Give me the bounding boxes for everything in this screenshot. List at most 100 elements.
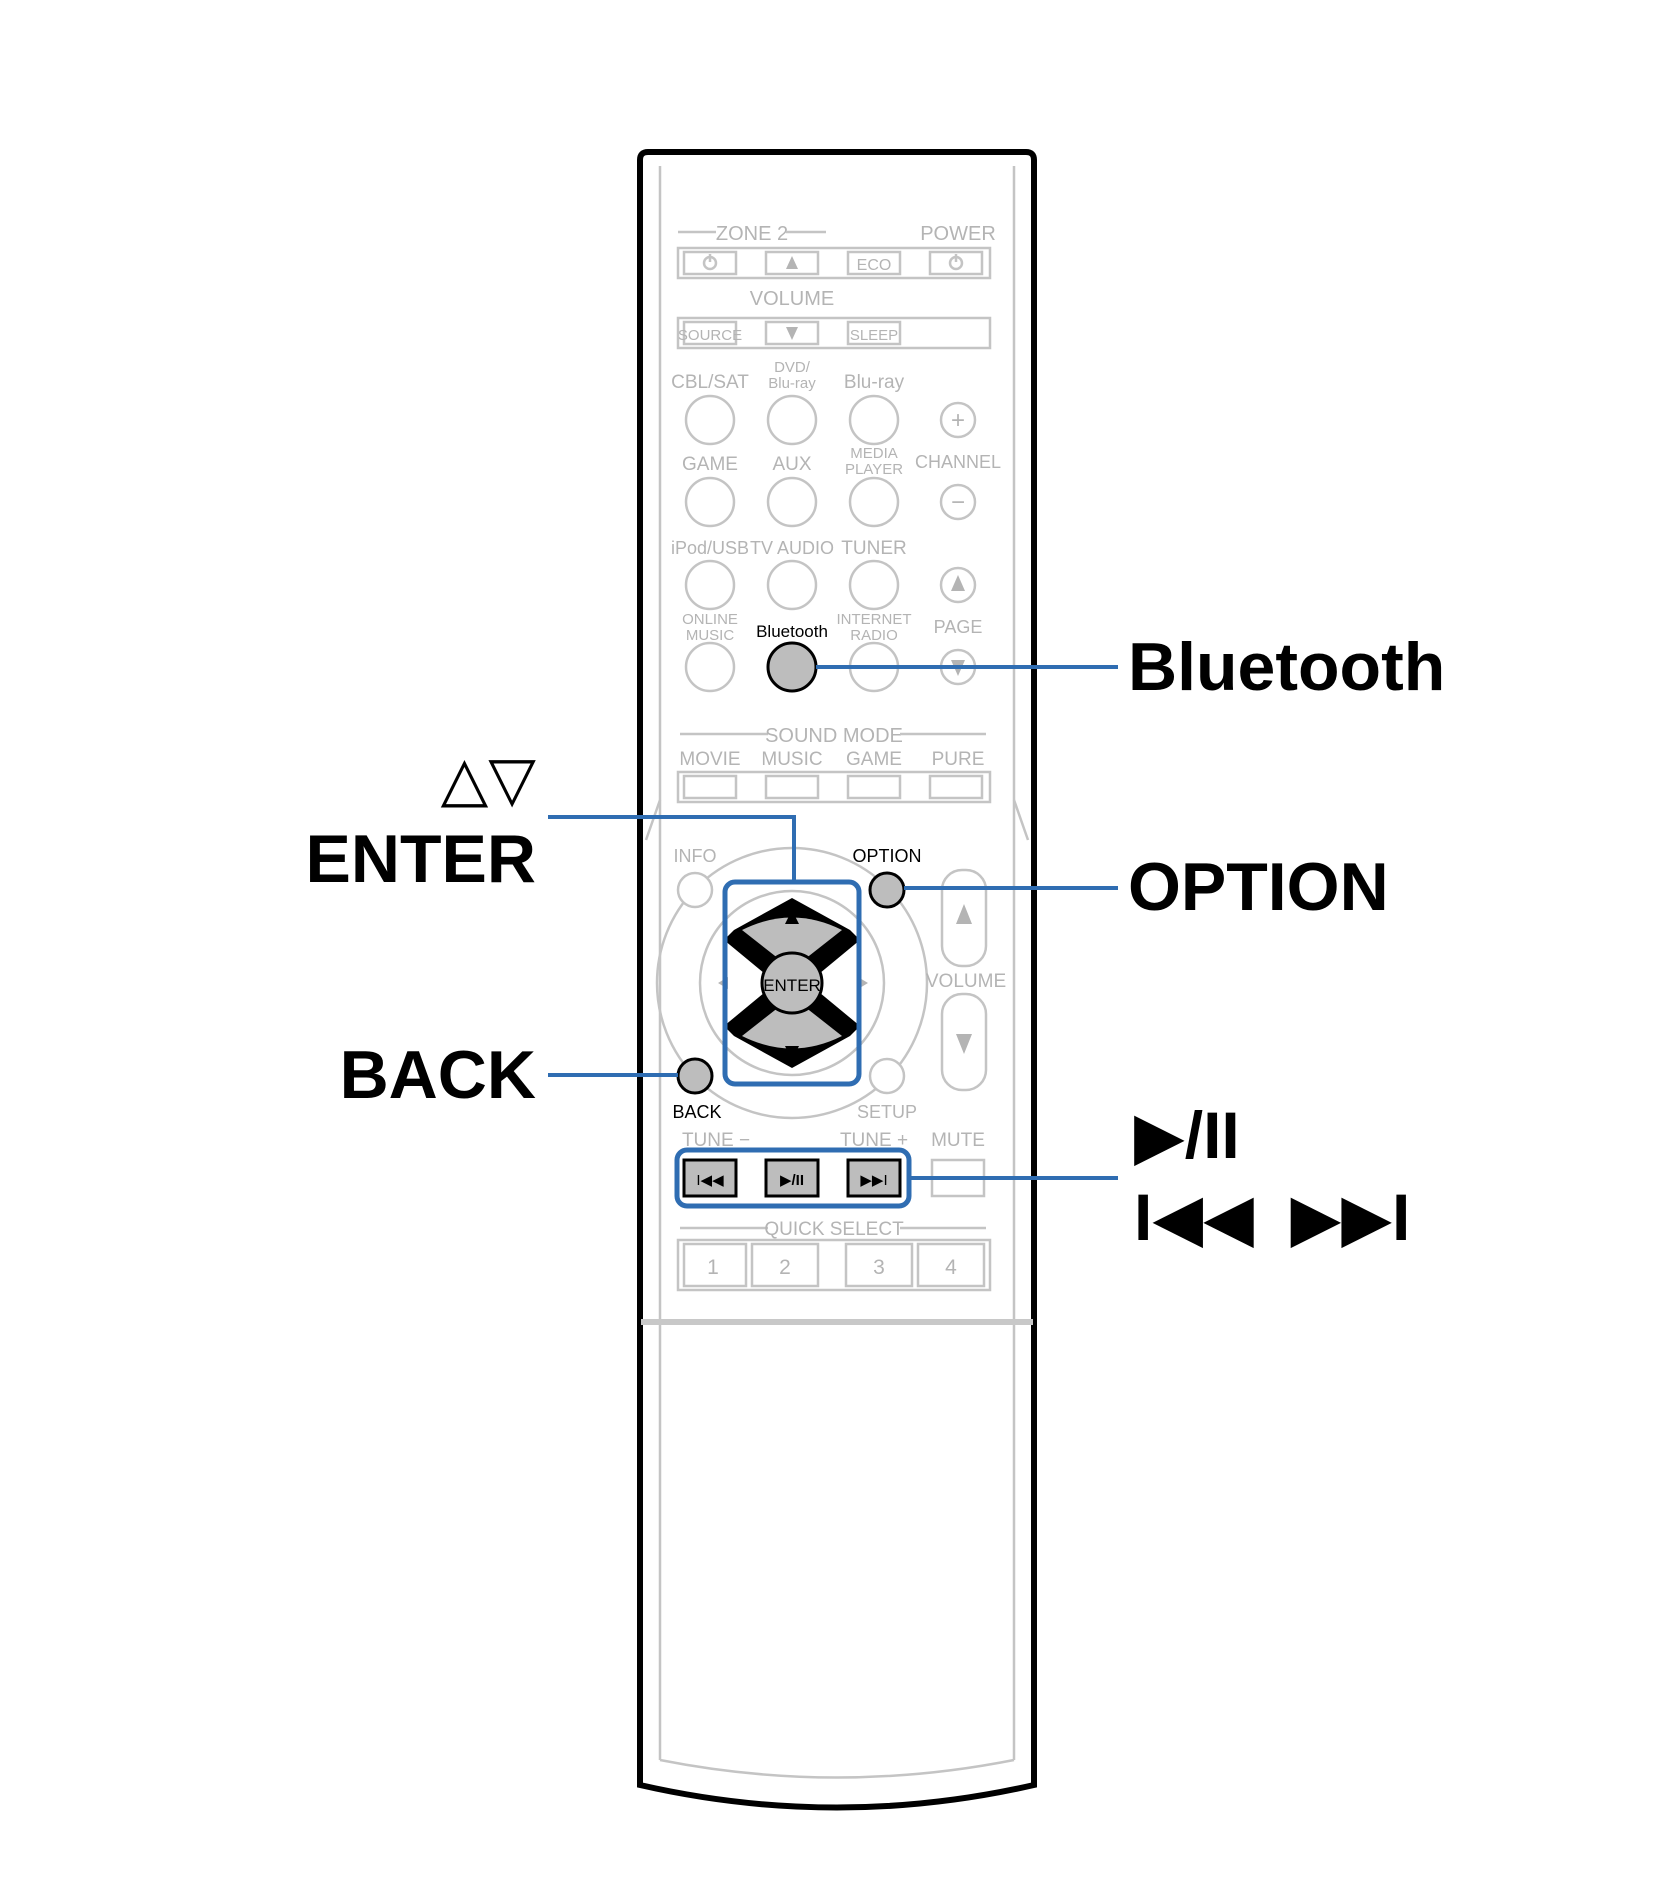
input-button-ipod-usb[interactable] — [684, 559, 736, 611]
play-pause-button[interactable] — [764, 1158, 820, 1198]
sound-mode-pure-button[interactable] — [928, 774, 984, 800]
remote-inner-edge — [658, 166, 1016, 1760]
input-label: iPod/USB — [671, 538, 749, 558]
page-up-icon — [951, 575, 965, 591]
callout-skip: I◀◀ ▶▶I — [1134, 1180, 1410, 1254]
source-label: SOURCE — [678, 327, 742, 344]
quick-select-1-label: 1 — [707, 1256, 719, 1279]
tune-plus-label: TUNE + — [840, 1130, 908, 1151]
callout-enter: ENTER — [306, 821, 536, 897]
input-button-cbl-sat[interactable] — [684, 394, 736, 446]
quick-select-1-button[interactable] — [682, 1242, 748, 1288]
quick-select-3-label: 3 — [873, 1256, 885, 1279]
eco-label: ECO — [857, 257, 892, 274]
setup-button[interactable] — [868, 1057, 906, 1095]
channel-label: CHANNEL — [915, 452, 1001, 472]
channel-down-button[interactable] — [939, 483, 977, 521]
input-button-bluray[interactable] — [848, 394, 900, 446]
back-label: BACK — [672, 1102, 721, 1122]
option-button[interactable] — [868, 871, 906, 909]
sound-mode-game-label: GAME — [846, 749, 902, 770]
mute-label: MUTE — [931, 1130, 985, 1151]
input-button-aux[interactable] — [766, 476, 818, 528]
power-label: POWER — [920, 223, 996, 245]
volume-down-icon — [786, 327, 798, 340]
previous-track-icon: I◀◀ — [696, 1172, 724, 1189]
input-button-dvd[interactable] — [766, 394, 818, 446]
input-button-online-music[interactable] — [684, 641, 736, 693]
eco-button[interactable] — [846, 250, 902, 276]
sleep-label: SLEEP — [850, 327, 898, 344]
callout-cursor-arrows: △▽ — [441, 745, 537, 814]
enter-button[interactable] — [760, 951, 824, 1015]
quick-select-4-button[interactable] — [916, 1242, 986, 1288]
remote-bottom-curve — [659, 1758, 1015, 1779]
enter-leader-line — [548, 815, 796, 882]
source-button[interactable] — [682, 320, 738, 346]
page-label: PAGE — [934, 617, 983, 637]
setup-label: SETUP — [857, 1102, 917, 1122]
quick-select-4-label: 4 — [945, 1256, 957, 1279]
tune-minus-label: TUNE − — [682, 1130, 750, 1151]
channel-up-button[interactable] — [939, 401, 977, 439]
back-button[interactable] — [676, 1057, 714, 1095]
info-label: INFO — [674, 846, 717, 866]
cursor-pad: ENTER — [724, 898, 860, 1068]
input-label: DVD/ — [774, 359, 811, 376]
input-label: TUNER — [841, 538, 906, 559]
quick-select-2-label: 2 — [779, 1256, 791, 1279]
input-button-game[interactable] — [684, 476, 736, 528]
quick-select-label: QUICK SELECT — [764, 1219, 904, 1240]
sound-mode-music-label: MUSIC — [761, 749, 822, 770]
up-arrow-icon — [785, 910, 799, 924]
input-label: AUX — [772, 454, 811, 475]
sound-mode-label: SOUND MODE — [765, 725, 903, 747]
nav-inner-ring — [698, 889, 886, 1077]
next-track-icon: ▶▶I — [860, 1172, 887, 1189]
quick-select-2-button[interactable] — [750, 1242, 820, 1288]
input-label-line2: Blu-ray — [768, 375, 816, 392]
input-label: CBL/SAT — [671, 372, 749, 393]
input-label-bluetooth: Bluetooth — [756, 622, 828, 641]
zone2-label: ZONE 2 — [716, 223, 788, 245]
input-button-media-player[interactable] — [848, 476, 900, 528]
info-button[interactable] — [676, 871, 714, 909]
sound-mode-pure-label: PURE — [932, 749, 985, 770]
minus-icon: − — [951, 489, 965, 516]
volume-down-icon — [956, 1034, 972, 1054]
sound-mode-game-button[interactable] — [846, 774, 902, 800]
input-label: ONLINE — [682, 611, 738, 628]
callout-bluetooth: Bluetooth — [1128, 629, 1445, 705]
volume-up-icon — [786, 256, 798, 269]
input-label: TV AUDIO — [750, 538, 834, 558]
input-button-tv-audio[interactable] — [766, 559, 818, 611]
sleep-button[interactable] — [846, 320, 902, 346]
input-button-tuner[interactable] — [848, 559, 900, 611]
callout-option: OPTION — [1128, 849, 1389, 925]
option-label: OPTION — [852, 846, 921, 866]
input-label: INTERNET — [837, 611, 912, 628]
power-button[interactable] — [928, 250, 984, 276]
cursor-down-button[interactable] — [742, 1003, 842, 1049]
enter-label: ENTER — [763, 976, 821, 995]
quick-select-3-button[interactable] — [844, 1242, 914, 1288]
sound-mode-music-button[interactable] — [764, 774, 820, 800]
input-label: MEDIA — [850, 445, 898, 462]
callout-back: BACK — [340, 1037, 536, 1113]
cursor-up-button[interactable] — [742, 917, 842, 964]
bluetooth-button[interactable] — [766, 641, 818, 693]
input-label-line2: MUSIC — [686, 627, 735, 644]
previous-track-button[interactable] — [682, 1158, 738, 1198]
remote-side-taper — [644, 799, 1030, 841]
sound-mode-movie-button[interactable] — [682, 774, 738, 800]
plus-icon: + — [951, 407, 965, 434]
zone2-power-button[interactable] — [682, 250, 738, 276]
input-label: GAME — [682, 454, 738, 475]
volume-side-label: VOLUME — [926, 971, 1006, 992]
next-track-button[interactable] — [846, 1158, 902, 1198]
down-arrow-icon — [785, 1046, 799, 1060]
volume-top-label: VOLUME — [750, 288, 834, 310]
input-label-line2: PLAYER — [845, 461, 903, 478]
